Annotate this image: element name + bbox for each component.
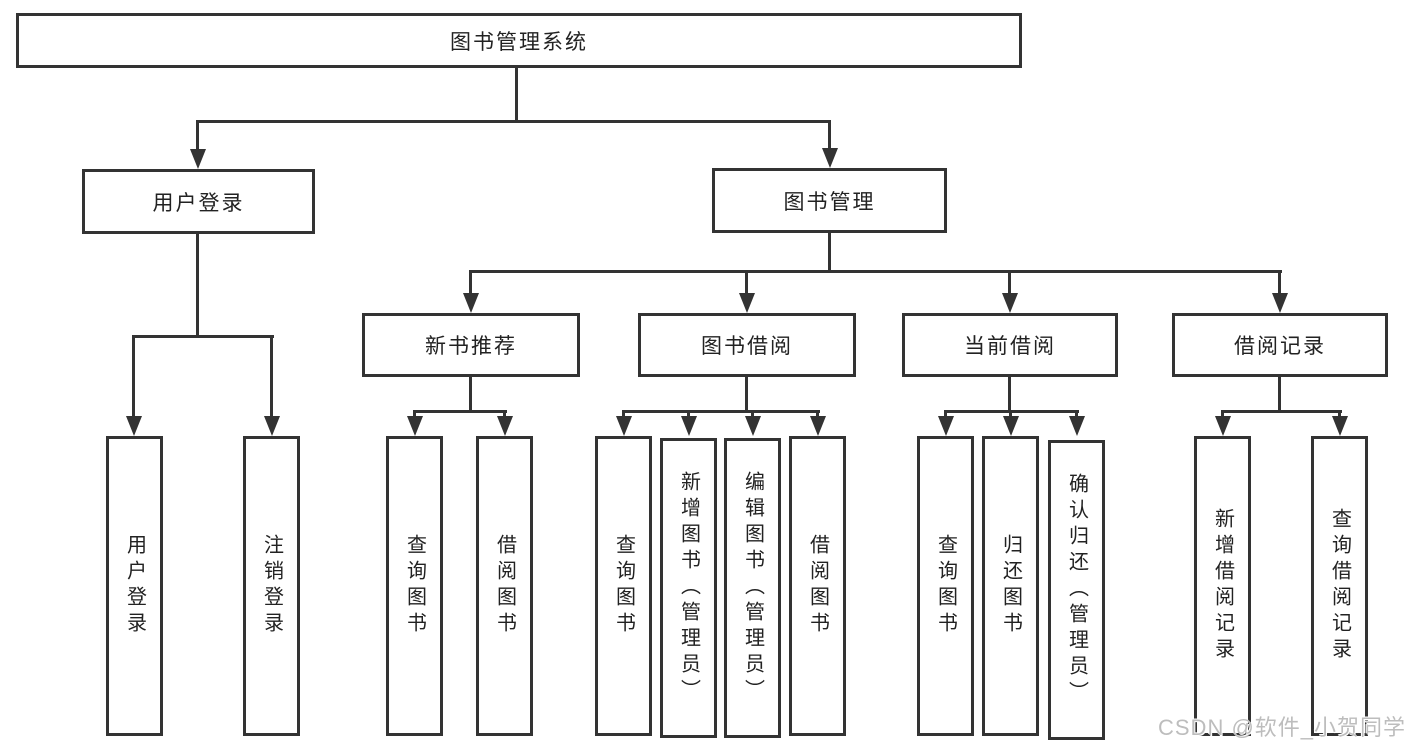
- leaf-borrow-book-2: 借阅图书: [789, 436, 846, 736]
- leaf-return-book-label: 归还图书: [999, 534, 1022, 638]
- node-current-borrow: 当前借阅: [902, 313, 1118, 377]
- arrow-confirm-return-admin: [1069, 416, 1085, 436]
- connector-drop-leaf-user-login: [132, 335, 135, 416]
- arrow-edit-book-admin: [745, 416, 761, 436]
- connector-drop-user-login: [196, 120, 199, 149]
- connector-drop-current-borrow: [1008, 270, 1011, 293]
- connector-drop-leaf-logout: [270, 335, 273, 416]
- connector-drop-borrow-book-2: [816, 410, 819, 418]
- leaf-logout-label: 注销登录: [260, 534, 283, 638]
- arrow-leaf-user-login: [126, 416, 142, 436]
- leaf-query-book-2-label: 查询图书: [612, 534, 635, 638]
- connector-book-management-stem: [828, 233, 831, 272]
- arrow-new-book-recommend: [463, 293, 479, 313]
- connector-root-stem: [515, 68, 518, 120]
- connector-drop-book-borrow: [745, 270, 748, 293]
- leaf-user-login-label: 用户登录: [123, 534, 146, 638]
- node-root-label: 图书管理系统: [450, 30, 588, 54]
- connector-drop-borrow-record: [1278, 270, 1281, 293]
- leaf-query-borrow-record: 查询借阅记录: [1311, 436, 1368, 736]
- arrow-query-book-3: [938, 416, 954, 436]
- arrow-current-borrow: [1002, 293, 1018, 313]
- node-book-borrow-label: 图书借阅: [701, 335, 793, 358]
- connector-borrow-record-stem: [1278, 377, 1281, 412]
- connector-drop-book-management: [828, 120, 831, 148]
- leaf-add-borrow-record-label: 新增借阅记录: [1211, 508, 1234, 664]
- leaf-query-book-3: 查询图书: [917, 436, 974, 736]
- connector-drop-edit-book-admin: [751, 410, 754, 418]
- arrow-return-book: [1003, 416, 1019, 436]
- leaf-confirm-return-admin-label: 确认归还（管理员）: [1065, 473, 1088, 707]
- arrow-book-borrow: [739, 293, 755, 313]
- leaf-borrow-book-1-label: 借阅图书: [493, 534, 516, 638]
- connector-drop-add-book-admin: [687, 410, 690, 418]
- connector-user-login-stem: [196, 234, 199, 335]
- arrow-query-book-1: [407, 416, 423, 436]
- arrow-borrow-book-1: [497, 416, 513, 436]
- leaf-borrow-book-1: 借阅图书: [476, 436, 533, 736]
- leaf-query-book-1: 查询图书: [386, 436, 443, 736]
- connector-drop-new-book-recommend: [469, 270, 472, 293]
- leaf-query-book-3-label: 查询图书: [934, 534, 957, 638]
- leaf-logout: 注销登录: [243, 436, 300, 736]
- arrow-query-book-2: [616, 416, 632, 436]
- leaf-return-book: 归还图书: [982, 436, 1039, 736]
- csdn-watermark: CSDN @软件_小贺同学: [1158, 715, 1405, 740]
- connector-drop-query-borrow-record: [1338, 410, 1341, 418]
- arrow-user-login: [190, 149, 206, 169]
- arrow-book-management: [822, 148, 838, 168]
- connector-book-management-rail: [469, 270, 1282, 273]
- arrow-query-borrow-record: [1332, 416, 1348, 436]
- connector-drop-borrow-book-1: [503, 410, 506, 418]
- connector-new-book-recommend-stem: [469, 377, 472, 412]
- leaf-query-borrow-record-label: 查询借阅记录: [1328, 508, 1351, 664]
- leaf-query-book-1-label: 查询图书: [403, 534, 426, 638]
- arrow-borrow-record: [1272, 293, 1288, 313]
- connector-new-book-recommend-rail: [413, 410, 507, 413]
- leaf-query-book-2: 查询图书: [595, 436, 652, 736]
- connector-book-borrow-rail: [622, 410, 820, 413]
- connector-borrow-record-rail: [1221, 410, 1342, 413]
- leaf-add-borrow-record: 新增借阅记录: [1194, 436, 1251, 736]
- leaf-confirm-return-admin: 确认归还（管理员）: [1048, 440, 1105, 740]
- connector-book-borrow-stem: [745, 377, 748, 412]
- leaf-user-login: 用户登录: [106, 436, 163, 736]
- node-user-login: 用户登录: [82, 169, 315, 234]
- leaf-borrow-book-2-label: 借阅图书: [806, 534, 829, 638]
- connector-drop-confirm-return-admin: [1075, 410, 1078, 418]
- node-borrow-record: 借阅记录: [1172, 313, 1388, 377]
- connector-root-rail: [196, 120, 831, 123]
- arrow-add-borrow-record: [1215, 416, 1231, 436]
- arrow-borrow-book-2: [810, 416, 826, 436]
- connector-user-login-rail: [132, 335, 274, 338]
- leaf-add-book-admin-label: 新增图书（管理员）: [677, 471, 700, 705]
- node-borrow-record-label: 借阅记录: [1234, 335, 1326, 358]
- connector-drop-return-book: [1009, 410, 1012, 418]
- connector-drop-query-book-3: [944, 410, 947, 418]
- leaf-add-book-admin: 新增图书（管理员）: [660, 438, 717, 738]
- arrow-add-book-admin: [681, 416, 697, 436]
- node-new-book-recommend-label: 新书推荐: [425, 335, 517, 358]
- connector-current-borrow-stem: [1008, 377, 1011, 412]
- leaf-edit-book-admin: 编辑图书（管理员）: [724, 438, 781, 738]
- node-book-management: 图书管理: [712, 168, 947, 233]
- node-book-management-label: 图书管理: [783, 190, 876, 214]
- node-user-login-label: 用户登录: [152, 191, 245, 215]
- arrow-leaf-logout: [264, 416, 280, 436]
- node-current-borrow-label: 当前借阅: [964, 335, 1056, 358]
- connector-drop-add-borrow-record: [1221, 410, 1224, 418]
- connector-drop-query-book-2: [622, 410, 625, 418]
- node-new-book-recommend: 新书推荐: [362, 313, 580, 377]
- connector-drop-query-book-1: [413, 410, 416, 418]
- node-book-borrow: 图书借阅: [638, 313, 856, 377]
- leaf-edit-book-admin-label: 编辑图书（管理员）: [741, 471, 764, 705]
- node-root: 图书管理系统: [16, 13, 1022, 68]
